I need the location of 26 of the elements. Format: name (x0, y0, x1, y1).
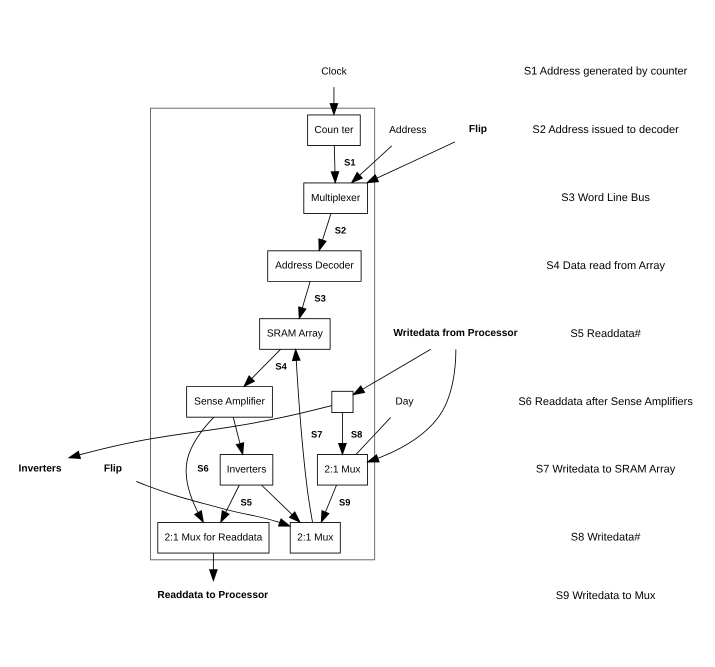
edge-label: S2 (334, 225, 346, 236)
edge-label: S3 (314, 293, 326, 304)
label: S8 Writedata# (570, 531, 640, 544)
node-text: Writedata from Processor (393, 327, 518, 338)
label: S3 Word Line Bus (561, 192, 650, 204)
node-text: Inverters (18, 463, 62, 474)
label: S7 Writedata to SRAM Array (536, 463, 676, 476)
node-text: Clock (321, 66, 347, 77)
node-text: Flip (468, 124, 488, 135)
node-text: Readdata to Processor (157, 590, 268, 601)
label: S4 Data read from Array (546, 259, 665, 272)
node-text: Flip (104, 463, 122, 474)
edge-label: S1 (344, 157, 356, 168)
edge-label: S8 (350, 428, 362, 439)
edge-label: S6 (197, 462, 209, 473)
edge-label: S4 (275, 360, 287, 371)
label: S6 Readdata after Sense Amplifiers (518, 395, 693, 408)
label: S9 Writedata to Mux (556, 590, 656, 602)
edge-label: S7 (311, 428, 322, 439)
node-text: Address (389, 124, 426, 136)
label: S1 Address generated by counter (524, 65, 688, 78)
edge-label: S5 (240, 496, 252, 507)
node-text: Day (395, 396, 414, 408)
edge-label: S9 (339, 496, 350, 507)
label: S2 Address issued to decoder (532, 124, 679, 136)
label: S5 Readdata# (570, 327, 641, 340)
